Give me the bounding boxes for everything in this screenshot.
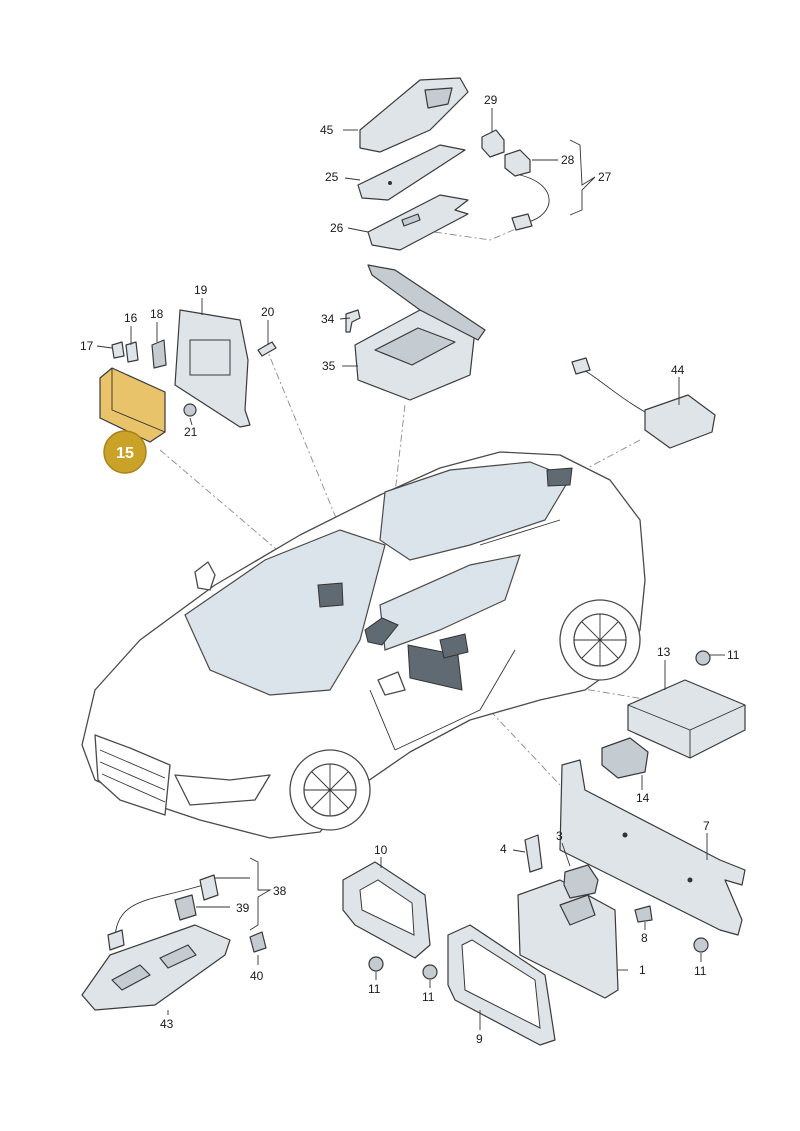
screw-20 — [257, 341, 277, 357]
callout-17: 17 — [80, 339, 94, 353]
plug-17 — [111, 341, 125, 359]
callout-9: 9 — [476, 1032, 483, 1046]
callout-45: 45 — [320, 123, 334, 137]
frame-10 — [342, 861, 431, 959]
nut-11-c — [693, 937, 709, 953]
location-mark — [364, 617, 399, 646]
callout-25: 25 — [325, 170, 339, 184]
callout-13: 13 — [657, 645, 671, 659]
harness-38 — [107, 874, 219, 951]
callout-27: 27 — [598, 170, 612, 184]
callout-1: 1 — [639, 963, 646, 977]
clip-4 — [524, 834, 543, 873]
armrest-cradle-45 — [359, 77, 469, 153]
badge-15 — [103, 430, 147, 474]
nut-11-a — [368, 956, 384, 972]
nut-21 — [183, 403, 197, 417]
label-leaders — [96, 108, 725, 1030]
callout-7: 7 — [703, 819, 710, 833]
callout-14: 14 — [636, 791, 650, 805]
callout-21: 21 — [184, 425, 198, 439]
location-mark — [317, 582, 344, 608]
control-unit-1 — [517, 879, 619, 999]
callout-34: 34 — [321, 312, 335, 326]
callout-26: 26 — [330, 221, 344, 235]
callout-39: 39 — [236, 901, 250, 915]
clip-40 — [249, 931, 267, 953]
callout-38: 38 — [273, 884, 287, 898]
callout-8: 8 — [641, 931, 648, 945]
callout-29: 29 — [484, 93, 498, 107]
bracket-19 — [174, 309, 251, 428]
location-mark — [439, 633, 469, 659]
connector-39 — [174, 894, 197, 921]
adapter-plate-26 — [367, 194, 469, 251]
car-body — [81, 451, 646, 839]
callout-16: 16 — [124, 311, 138, 325]
callout-4: 4 — [500, 842, 507, 856]
plug-18 — [151, 339, 167, 369]
callout-10: 10 — [374, 843, 388, 857]
callout-11-c: 11 — [694, 964, 707, 978]
connector-29 — [481, 129, 505, 158]
callout-43: 43 — [160, 1017, 174, 1031]
nut-11-top — [695, 650, 711, 666]
callout-11-top: 11 — [727, 648, 740, 662]
interior-light-43 — [81, 924, 231, 1011]
callout-11-b: 11 — [422, 990, 435, 1004]
nut-11-b — [422, 964, 438, 980]
bracket-7 — [559, 759, 746, 936]
callout-18: 18 — [150, 307, 164, 321]
callout-labels: 45 29 28 27 25 26 19 16 18 20 17 34 35 2… — [80, 93, 740, 1046]
cable-28 — [504, 149, 550, 231]
plug-16 — [125, 341, 139, 363]
location-mark — [546, 467, 573, 487]
callout-28: 28 — [561, 153, 575, 167]
callout-35: 35 — [322, 359, 336, 373]
unit-44 — [571, 357, 716, 449]
callout-44: 44 — [671, 363, 685, 377]
plug-8 — [634, 905, 653, 923]
control-unit-15 — [99, 367, 166, 443]
screw-34 — [345, 309, 361, 333]
housing-35 — [354, 264, 486, 401]
callout-15: 15 — [116, 445, 134, 462]
connector-14 — [601, 737, 649, 779]
switch-3 — [563, 864, 599, 899]
control-unit-13 — [627, 679, 746, 759]
callout-40: 40 — [250, 969, 264, 983]
callout-11-a: 11 — [368, 982, 381, 996]
callout-19: 19 — [194, 283, 208, 297]
callout-3: 3 — [556, 829, 563, 843]
cover-plate-25 — [357, 144, 466, 201]
frame-9 — [447, 924, 556, 1046]
callout-20: 20 — [261, 305, 275, 319]
